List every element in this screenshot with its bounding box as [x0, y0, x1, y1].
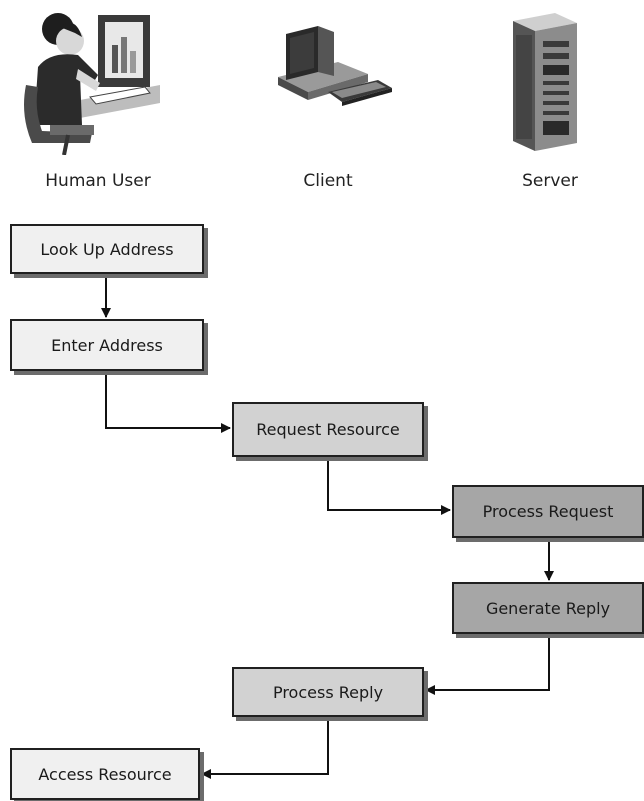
step-process-reply: Process Reply — [232, 667, 424, 717]
step-access-resource: Access Resource — [10, 748, 200, 800]
step-request-resource: Request Resource — [232, 402, 424, 457]
actor-label-client: Client — [303, 171, 353, 191]
human-user-illustration — [24, 13, 160, 155]
client-computer-illustration — [278, 26, 392, 106]
connector-reply-to-access — [201, 717, 329, 779]
connector-generate-to-reply — [425, 634, 550, 695]
step-enter-address: Enter Address — [10, 319, 204, 371]
connector-enter-to-request — [105, 371, 231, 433]
step-generate-reply: Generate Reply — [452, 582, 644, 634]
step-process-request: Process Request — [452, 485, 644, 538]
connector-request-to-process — [327, 457, 451, 515]
server-illustration — [513, 13, 577, 151]
step-look-up-address: Look Up Address — [10, 224, 204, 274]
actor-label-server: Server — [522, 171, 578, 191]
actor-label-human-user: Human User — [45, 171, 151, 191]
